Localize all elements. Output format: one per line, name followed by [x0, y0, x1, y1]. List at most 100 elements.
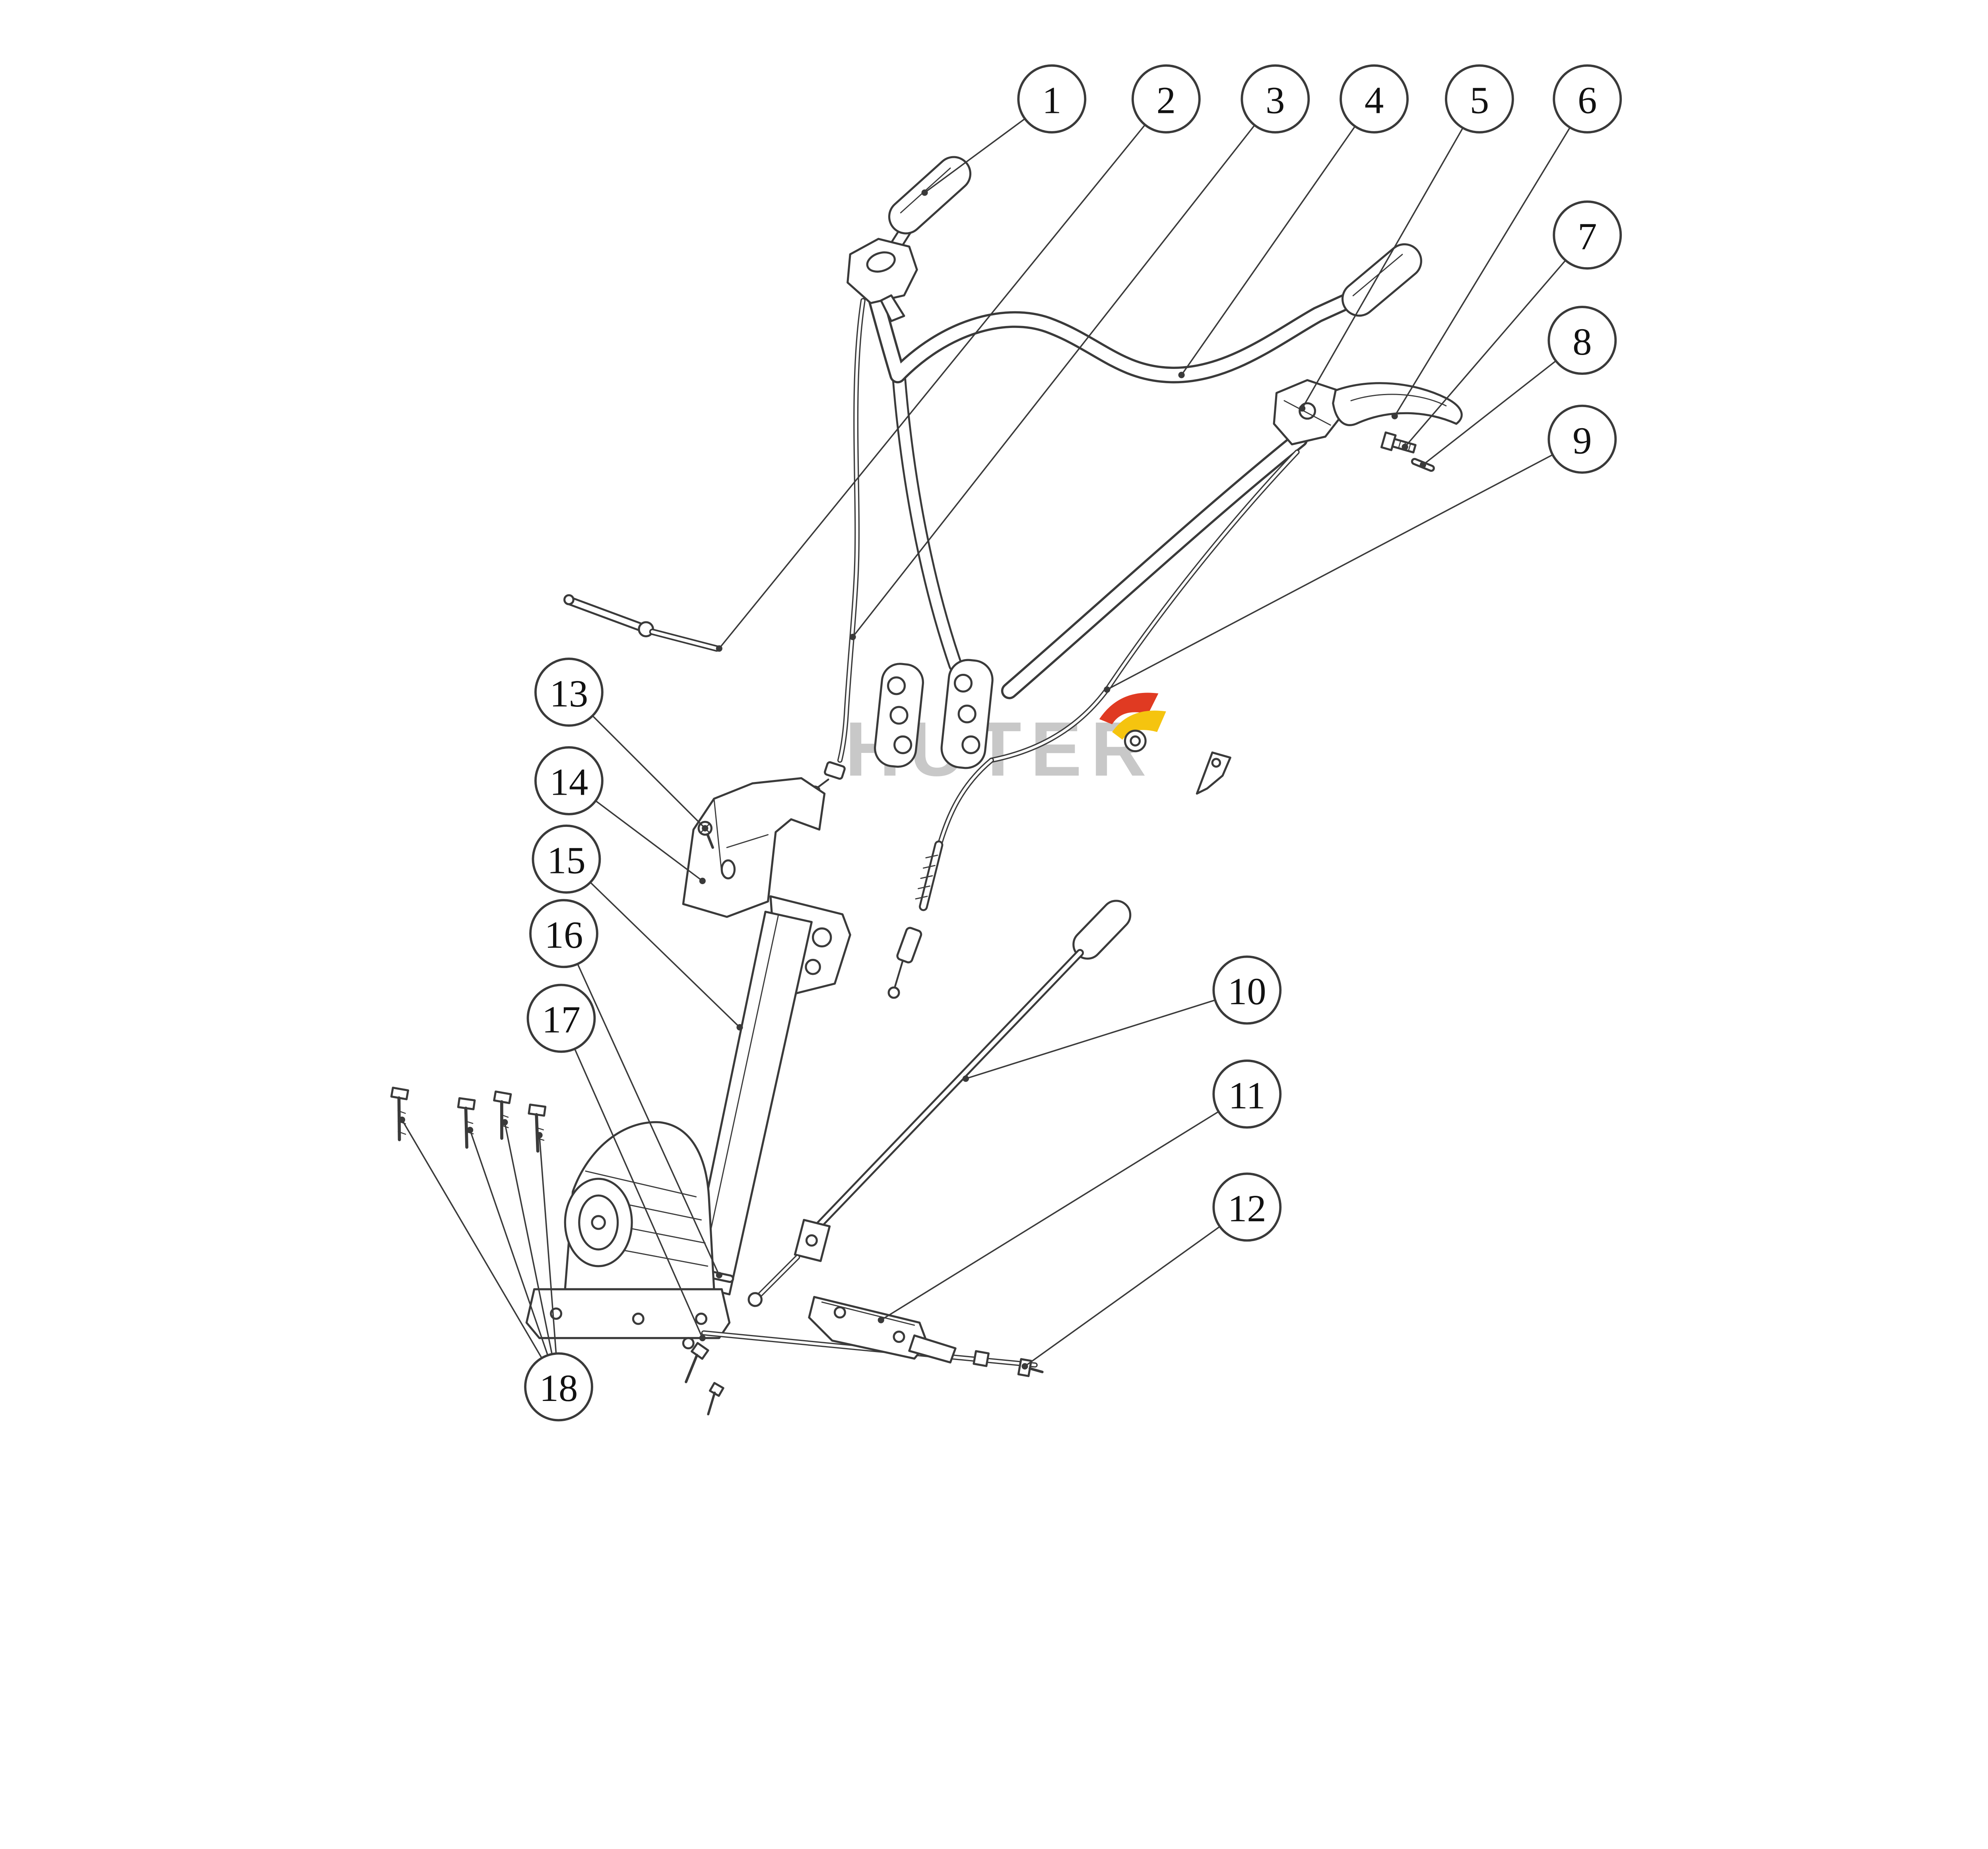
- brand-logo-red-swoosh: [1099, 693, 1159, 724]
- callout-balloon-13: 13: [534, 658, 604, 727]
- callout-number-16: 16: [545, 914, 583, 956]
- part-lever-clamp: [1273, 379, 1345, 446]
- part-mounting-plates: [874, 659, 994, 769]
- callout-number-11: 11: [1229, 1074, 1266, 1117]
- callout-number-4: 4: [1365, 79, 1384, 122]
- part-right-grip: [1341, 243, 1422, 317]
- leader-dot-5: [1299, 405, 1306, 412]
- part-throttle-control: [846, 238, 918, 322]
- part-handle-column: [687, 910, 813, 1296]
- callout-circle-13: [534, 658, 604, 727]
- leader-line-11: [880, 1093, 1248, 1321]
- part-gear-shift-rod: [747, 900, 1132, 1307]
- leader-line-3: [852, 98, 1276, 638]
- callout-circle-18: [524, 1352, 593, 1422]
- leader-dot-7: [1402, 444, 1408, 450]
- callout-balloon-18: 18: [524, 1352, 593, 1422]
- part-handlebar-stem: [892, 370, 1308, 699]
- leader-dot-13: [702, 825, 709, 832]
- callout-number-9: 9: [1573, 419, 1592, 462]
- callout-balloon-1: 1: [1017, 64, 1087, 134]
- leader-line-9: [1107, 438, 1583, 691]
- assembly-drawing: [390, 156, 1463, 1416]
- callout-balloon-17: 17: [526, 984, 596, 1053]
- callout-balloon-7: 7: [1553, 200, 1622, 270]
- part-cable-guide: [1196, 751, 1231, 795]
- callout-circle-10: [1212, 955, 1282, 1025]
- leader-dot-17: [699, 1335, 706, 1341]
- leader-line-18: [538, 1135, 559, 1387]
- leader-dot-18: [398, 1116, 406, 1123]
- leader-dot-4: [1178, 372, 1185, 378]
- callout-balloon-16: 16: [529, 899, 598, 968]
- leader-dot-16: [716, 1272, 722, 1279]
- callout-number-14: 14: [549, 761, 588, 803]
- leader-line-15: [566, 858, 740, 1028]
- leader-dot-18: [501, 1119, 508, 1126]
- brand-logo-yellow-swoosh: [1112, 710, 1166, 740]
- leader-dot-12: [1021, 1363, 1028, 1370]
- callout-balloon-12: 12: [1212, 1172, 1282, 1242]
- leader-dot-2: [716, 645, 722, 652]
- leader-line-7: [1404, 235, 1588, 448]
- callout-balloon-5: 5: [1445, 64, 1514, 134]
- callout-number-1: 1: [1042, 79, 1061, 122]
- callout-circle-4: [1340, 64, 1409, 134]
- callout-circle-9: [1547, 404, 1617, 474]
- callout-circle-15: [532, 825, 601, 894]
- callout-circle-6: [1553, 64, 1622, 134]
- callout-number-15: 15: [547, 839, 586, 882]
- leader-line-2: [718, 98, 1167, 649]
- callout-balloon-3: 3: [1241, 64, 1310, 134]
- leader-dot-9: [1104, 686, 1110, 693]
- part-lever-bolt: [1380, 431, 1417, 454]
- leader-line-16: [563, 933, 720, 1276]
- callout-balloon-15: 15: [532, 825, 601, 894]
- callout-number-8: 8: [1573, 320, 1592, 363]
- part-left-grip: [882, 156, 972, 264]
- leader-line-5: [1301, 98, 1480, 409]
- part-shift-lever-rod: [563, 594, 720, 652]
- callout-circle-11: [1212, 1059, 1282, 1129]
- callout-circle-5: [1445, 64, 1514, 134]
- leader-line-12: [1024, 1206, 1248, 1367]
- leader-dot-1: [921, 189, 928, 196]
- part-clutch-lever: [1332, 382, 1463, 426]
- leader-dot-8: [1419, 462, 1426, 468]
- callout-circle-8: [1547, 306, 1617, 375]
- callout-circle-14: [534, 746, 604, 815]
- leader-line-4: [1181, 98, 1375, 376]
- callout-circle-2: [1131, 64, 1201, 134]
- callout-balloon-6: 6: [1553, 64, 1622, 134]
- part-belt-cover: [682, 777, 826, 918]
- leader-dot-10: [962, 1075, 969, 1082]
- part-handlebar-tube: [867, 289, 1355, 384]
- callout-balloon-11: 11: [1212, 1059, 1282, 1129]
- part-gearbox-housing: [525, 1121, 731, 1339]
- callout-circle-7: [1553, 200, 1622, 270]
- leader-line-18: [504, 1122, 559, 1387]
- callout-number-7: 7: [1578, 215, 1597, 258]
- leader-dot-11: [878, 1317, 884, 1323]
- callout-number-13: 13: [549, 672, 588, 715]
- part-throttle-cable: [808, 298, 866, 794]
- callout-balloon-9: 9: [1547, 404, 1617, 474]
- callout-number-17: 17: [542, 998, 580, 1041]
- callout-circle-12: [1212, 1172, 1282, 1242]
- leader-line-18: [401, 1119, 559, 1387]
- callout-circle-16: [529, 899, 598, 968]
- leader-dot-6: [1391, 413, 1398, 419]
- leader-line-6: [1394, 98, 1588, 417]
- part-lower-bracket: [808, 1296, 957, 1364]
- callout-number-10: 10: [1228, 970, 1266, 1013]
- part-mounting-bolts: [390, 1087, 547, 1153]
- callout-circle-3: [1241, 64, 1310, 134]
- leader-dot-18: [536, 1132, 543, 1139]
- callout-balloon-10: 10: [1212, 955, 1282, 1025]
- leader-dot-14: [699, 877, 706, 884]
- callout-number-6: 6: [1578, 79, 1597, 122]
- exploded-parts-diagram: HUTER: [390, 64, 1622, 1422]
- callout-number-12: 12: [1228, 1187, 1266, 1230]
- callout-number-18: 18: [540, 1367, 578, 1409]
